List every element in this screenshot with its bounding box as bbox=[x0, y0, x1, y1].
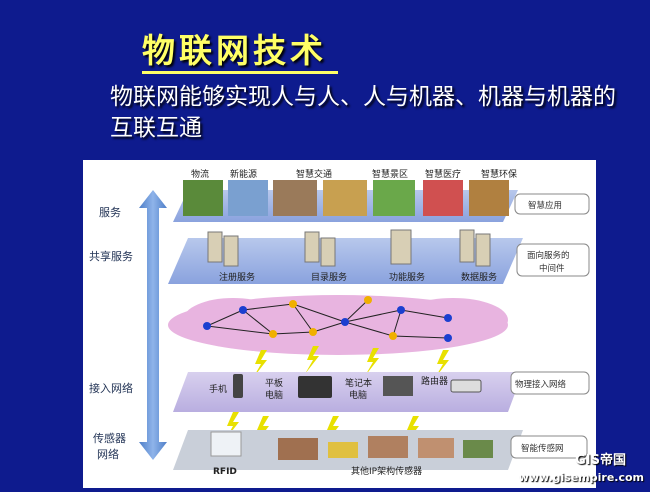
service-label-registration: 注册服务 bbox=[219, 271, 255, 283]
network-links bbox=[206, 299, 449, 339]
device-label-tablet-1: 平板 bbox=[265, 377, 283, 389]
layer-label-service: 服务 bbox=[99, 206, 121, 219]
device-icons bbox=[233, 374, 482, 398]
box-smart-app bbox=[514, 193, 590, 215]
slide-subtitle: 物联网能够实现人与人、人与机器、机器与机器的互联互通 bbox=[110, 84, 616, 141]
app-tiles bbox=[183, 180, 509, 216]
layer-label-shared-service: 共享服务 bbox=[89, 249, 133, 263]
slide-title: 物联网技术 bbox=[142, 31, 327, 70]
app-label-smart-env: 智慧环保 bbox=[481, 168, 517, 180]
wireless-signal-icons bbox=[253, 346, 449, 378]
access-network-layer-plane bbox=[173, 372, 523, 412]
layer-label-access-network: 接入网络 bbox=[89, 381, 133, 395]
service-label-data: 数据服务 bbox=[461, 271, 497, 283]
layer-label-sensor-network-1: 传感器 bbox=[93, 432, 126, 445]
network-nodes bbox=[203, 296, 452, 342]
diagram-svg: 服务 共享服务 接入网络 传感器 网络 物流 新能源 智慧交通 智慧景区 智慧医… bbox=[89, 168, 590, 477]
layer-label-sensor-network-2: 网络 bbox=[97, 447, 119, 461]
box-label-physical-access: 物理接入网络 bbox=[515, 379, 567, 390]
service-label-function: 功能服务 bbox=[389, 271, 425, 283]
service-label-directory: 目录服务 bbox=[311, 271, 347, 283]
sensor-icons bbox=[210, 431, 493, 460]
double-arrow-icon bbox=[139, 190, 167, 460]
app-label-smart-scenic: 智慧景区 bbox=[372, 168, 408, 180]
box-label-smart-sensor-net: 智能传感网 bbox=[521, 443, 564, 454]
box-label-smart-app: 智慧应用 bbox=[528, 200, 562, 211]
device-label-router: 路由器 bbox=[421, 375, 448, 387]
device-label-laptop-2: 电脑 bbox=[349, 389, 367, 401]
box-smart-sensor-net bbox=[510, 435, 588, 459]
iot-architecture-diagram: 服务 共享服务 接入网络 传感器 网络 物流 新能源 智慧交通 智慧景区 智慧医… bbox=[83, 160, 596, 488]
sensor-label-rfid: RFID bbox=[213, 467, 237, 477]
app-label-smart-traffic: 智慧交通 bbox=[296, 168, 332, 180]
shared-service-layer-plane bbox=[168, 238, 523, 284]
sensor-label-ip-sensors: 其他IP架构传感器 bbox=[351, 465, 422, 477]
device-label-laptop-1: 笔记本 bbox=[345, 377, 372, 389]
device-label-phone: 手机 bbox=[209, 383, 227, 395]
box-physical-access bbox=[510, 371, 590, 395]
network-cloud bbox=[168, 295, 508, 355]
title-underline bbox=[142, 71, 338, 74]
watermark-url: www.gisempire.com bbox=[518, 471, 644, 484]
box-label-middleware-1: 面向服务的 bbox=[527, 250, 570, 261]
box-label-middleware-2: 中间件 bbox=[539, 263, 565, 274]
watermark-brand: GIS帝国 bbox=[575, 453, 626, 468]
app-label-logistics: 物流 bbox=[191, 168, 209, 180]
device-label-tablet-2: 电脑 bbox=[265, 389, 283, 401]
box-middleware bbox=[516, 243, 590, 277]
server-icons bbox=[207, 229, 491, 267]
app-label-smart-medical: 智慧医疗 bbox=[425, 168, 461, 180]
app-label-new-energy: 新能源 bbox=[230, 168, 257, 180]
